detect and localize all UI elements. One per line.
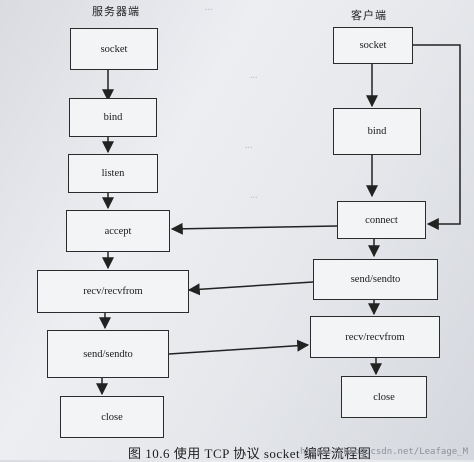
client-connect-step: connect xyxy=(337,201,426,239)
server-side-heading: 服务器端 xyxy=(92,6,140,18)
watermark: https://blog.csdn.net/Leafage_M xyxy=(300,447,468,457)
server-accept-step: accept xyxy=(66,210,170,252)
figure-caption: 图 10.6 使用 TCP 协议 socket 编程流程图 xyxy=(128,446,372,461)
server-socket-step: socket xyxy=(70,28,158,70)
client-close-step: close xyxy=(341,376,427,418)
server-recv-step: recv/recvfrom xyxy=(37,270,189,313)
client-side-heading: 客户端 xyxy=(351,10,387,22)
client-bind-step: bind xyxy=(333,108,421,155)
server-bind-step: bind xyxy=(69,98,157,137)
client-socket-step: socket xyxy=(333,27,413,64)
server-listen-step: listen xyxy=(68,154,158,193)
server-close-step: close xyxy=(60,396,164,438)
client-send-step: send/sendto xyxy=(313,259,438,300)
server-send-step: send/sendto xyxy=(47,330,169,378)
client-recv-step: recv/recvfrom xyxy=(310,316,440,358)
